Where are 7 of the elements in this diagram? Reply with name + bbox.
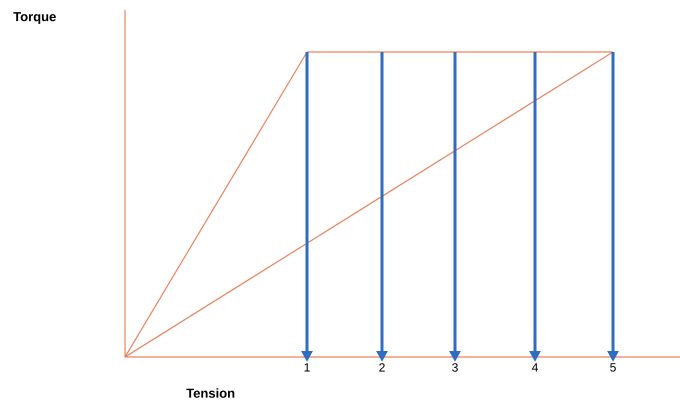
tick-label: 4: [532, 363, 538, 372]
tick-label: 1: [304, 363, 310, 372]
tick-label: 3: [452, 363, 458, 372]
axis-label: Torque: [13, 12, 56, 24]
axis-label: Tension: [186, 388, 234, 398]
tick-label: 2: [379, 363, 385, 372]
tick-label: 5: [610, 363, 616, 372]
